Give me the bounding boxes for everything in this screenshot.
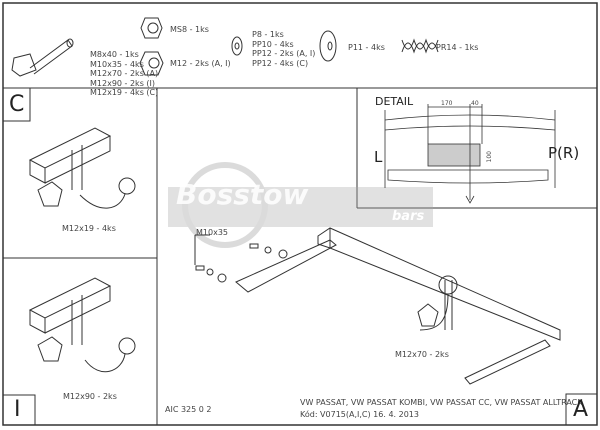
- detail-drawing: [384, 104, 556, 204]
- coupling-c-drawing: [28, 127, 136, 209]
- bolts-list: M8x40 - 1ks M10x35 - 4ks M12x70 - 2ks (A…: [90, 50, 158, 98]
- callout-label: M12x70 - 2ks: [395, 350, 449, 359]
- part-label: PP12 - 2ks (A, I): [252, 49, 316, 58]
- towbar-main-drawing: [194, 227, 561, 385]
- panel-c-letter: C: [9, 92, 25, 117]
- drawing-number: AIC 325 0 2: [165, 405, 212, 414]
- watermark-logo: Bosstow: [176, 178, 309, 211]
- part-label: M12x90 - 2ks (I): [90, 78, 156, 88]
- nut-icon: [140, 17, 163, 39]
- part-label: P11 - 4ks: [348, 43, 385, 52]
- washer-icon: [319, 30, 337, 62]
- callout-label: M12x90 - 2ks: [63, 392, 117, 401]
- vehicle-list: VW PASSAT, VW PASSAT KOMBI, VW PASSAT CC…: [300, 398, 583, 407]
- part-label: M8x40 - 1ks: [90, 50, 139, 59]
- part-label: PP12 - 4ks (C): [252, 58, 309, 68]
- coupling-i-drawing: [28, 277, 136, 373]
- part-label: M12 - 2ks (A, I): [170, 59, 231, 68]
- side-left-label: L: [374, 148, 383, 166]
- part-label: M12x70 - 2ks (A): [90, 69, 159, 78]
- part-label: M10x35 - 4ks: [90, 59, 144, 69]
- bosstow-watermark: [168, 162, 433, 248]
- dimension-label: 40: [471, 100, 479, 107]
- code-date: Kód: V0715(A,I,C) 16. 4. 2013: [300, 410, 419, 419]
- panel-i-letter: I: [14, 397, 21, 422]
- nut-icon: [139, 51, 164, 76]
- part-label: MS8 - 1ks: [170, 25, 209, 34]
- spring-icon: [401, 38, 439, 54]
- variant-letter: A: [573, 397, 589, 422]
- part-label: P8 - 1ks: [252, 30, 284, 39]
- dimension-label: 170: [441, 100, 453, 107]
- detail-title: DETAIL: [375, 95, 414, 108]
- dimension-label: 100: [485, 151, 493, 163]
- part-label: PP10 - 4ks: [252, 39, 294, 49]
- side-right-label: P(R): [548, 144, 580, 162]
- bolt-icon: [11, 38, 74, 77]
- watermark-sub: bars: [392, 209, 425, 224]
- washer-icon: [231, 36, 243, 56]
- part-label: M12x19 - 4ks (C): [90, 88, 159, 97]
- callout-label: M10x35: [196, 228, 228, 237]
- callout-label: M12x19 - 4ks: [62, 224, 116, 233]
- part-label: PR14 - 1ks: [436, 43, 479, 52]
- washers-list: P8 - 1ks PP10 - 4ks PP12 - 2ks (A, I) PP…: [252, 30, 315, 68]
